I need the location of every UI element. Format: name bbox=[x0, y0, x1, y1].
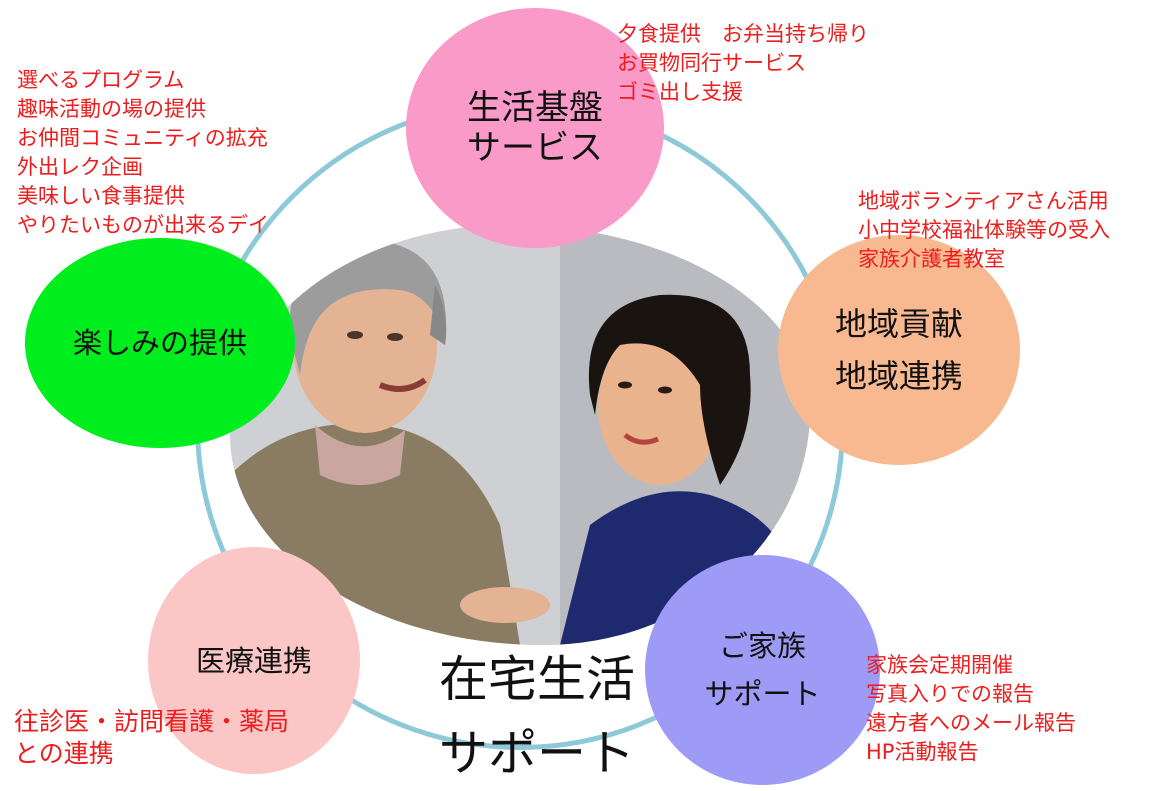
node-kazoku-label-1: ご家族 bbox=[718, 629, 806, 663]
node-chiiki: 地域貢献 地域連携 bbox=[778, 235, 1020, 465]
list-item: お買物同行サービス bbox=[617, 51, 806, 75]
list-item: やりたいものが出来るデイ bbox=[17, 213, 269, 237]
list-item: お仲間コミュニティの拡充 bbox=[17, 126, 268, 150]
list-item: 選べるプログラム bbox=[17, 68, 185, 92]
list-item: 往診医・訪問看護・薬局 bbox=[14, 707, 290, 736]
list-chiiki: 地域ボランティアさん活用 小中学校福祉体験等の受入 家族介護者教室 bbox=[858, 187, 1110, 274]
node-chiiki-label-1: 地域貢献 bbox=[834, 305, 963, 343]
list-item: ゴミ出し支援 bbox=[617, 80, 743, 104]
node-seikatsu-label-1: 生活基盤 bbox=[467, 88, 603, 128]
list-item: との連携 bbox=[14, 739, 114, 768]
list-item: HP活動報告 bbox=[866, 740, 979, 764]
center-title-line-1: 在宅生活 bbox=[438, 651, 635, 708]
node-seikatsu-label-2: サービス bbox=[467, 128, 603, 168]
node-iryo-label: 医療連携 bbox=[195, 643, 312, 678]
list-item: 家族会定期開催 bbox=[866, 653, 1013, 677]
list-item: 写真入りでの報告 bbox=[866, 682, 1034, 706]
list-seikatsu: 夕食提供 お弁当持ち帰り お買物同行サービス ゴミ出し支援 bbox=[617, 20, 869, 107]
list-item: 家族介護者教室 bbox=[858, 247, 1005, 271]
list-iryo: 往診医・訪問看護・薬局 との連携 bbox=[14, 706, 289, 770]
list-item: 地域ボランティアさん活用 bbox=[858, 189, 1109, 213]
node-chiiki-label-2: 地域連携 bbox=[834, 357, 963, 395]
list-item: 小中学校福祉体験等の受入 bbox=[858, 218, 1110, 242]
list-item: 外出レク企画 bbox=[17, 155, 143, 179]
list-item: 遠方者へのメール報告 bbox=[866, 711, 1076, 735]
list-kazoku: 家族会定期開催 写真入りでの報告 遠方者へのメール報告 HP活動報告 bbox=[866, 651, 1076, 767]
node-iryo: 医療連携 bbox=[148, 547, 360, 774]
list-tanoshimi: 選べるプログラム 趣味活動の場の提供 お仲間コミュニティの拡充 外出レク企画 美… bbox=[17, 66, 269, 240]
node-tanoshimi: 楽しみの提供 bbox=[25, 238, 295, 448]
list-item: 夕食提供 お弁当持ち帰り bbox=[617, 22, 869, 46]
center-title: 在宅生活 サポート bbox=[417, 643, 657, 791]
node-seikatsu-kiban: 生活基盤 サービス bbox=[406, 8, 664, 248]
list-item: 趣味活動の場の提供 bbox=[17, 97, 206, 121]
node-tanoshimi-label: 楽しみの提供 bbox=[72, 326, 247, 360]
list-item: 美味しい食事提供 bbox=[17, 184, 185, 208]
center-title-line-2: サポート bbox=[438, 725, 635, 782]
node-kazoku: ご家族 サポート bbox=[645, 555, 880, 785]
node-kazoku-label-2: サポート bbox=[704, 677, 821, 711]
